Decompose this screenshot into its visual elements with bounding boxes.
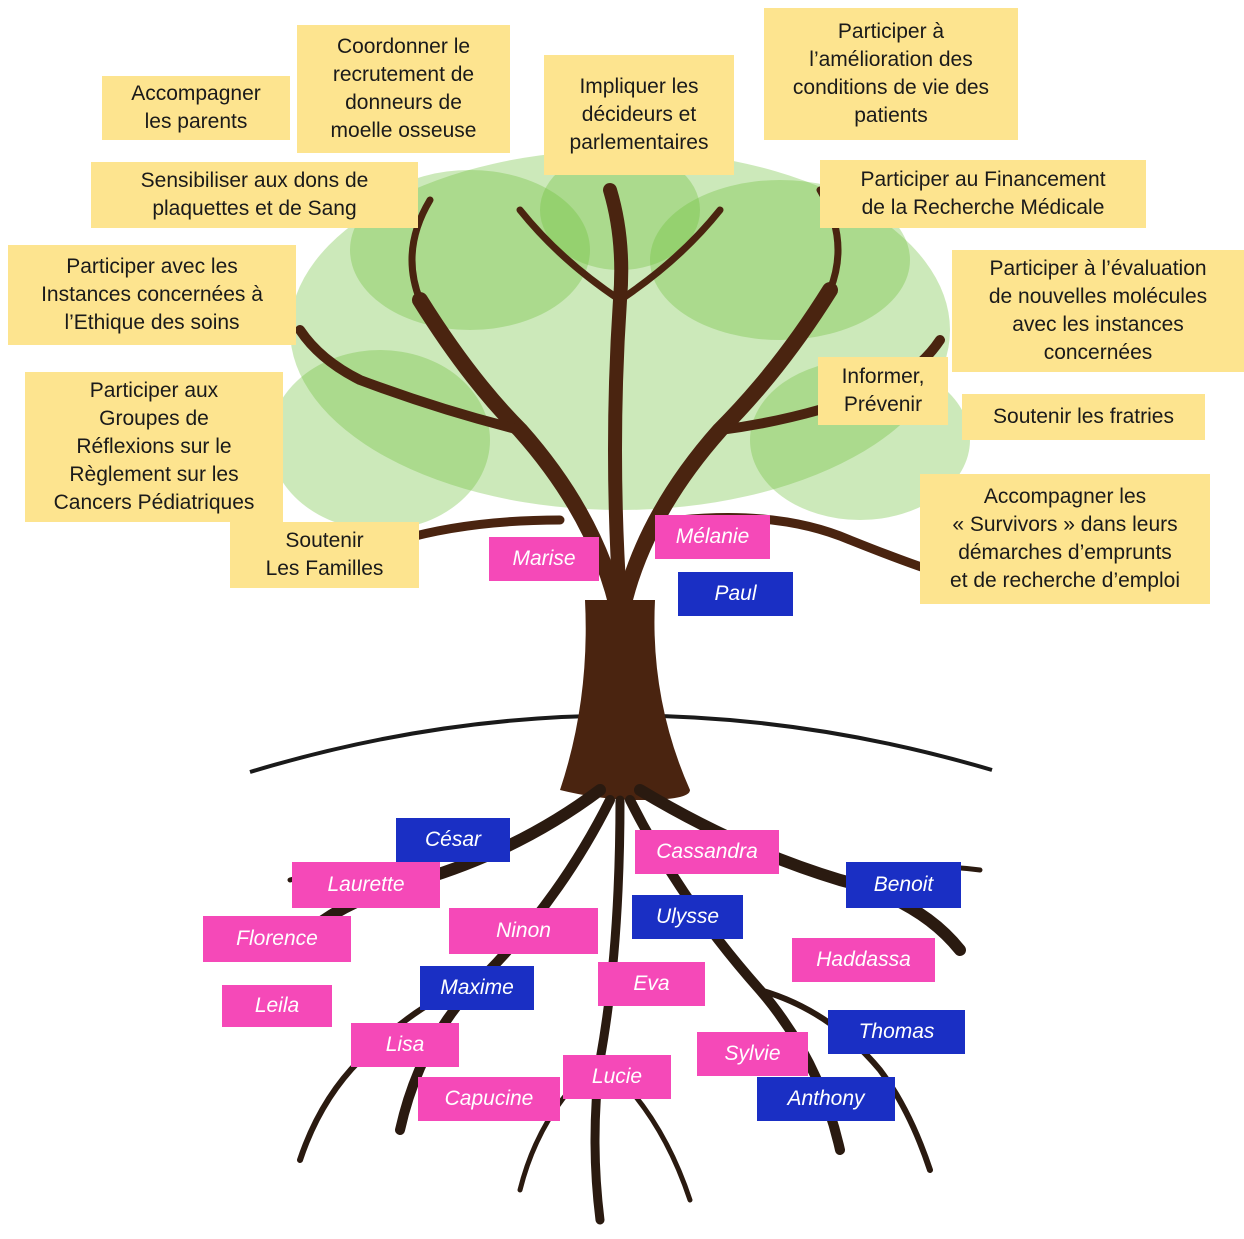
note-line: plaquettes et de Sang	[152, 197, 357, 220]
note-line: Participer à l’évaluation	[989, 257, 1207, 280]
name-tag-thomas: Thomas	[828, 1010, 965, 1054]
note-line: Instances concernées à	[41, 283, 263, 306]
note-line: Coordonner le	[336, 35, 471, 58]
name-tag-anthony: Anthony	[757, 1077, 895, 1121]
note-line: l’amélioration des	[809, 48, 973, 71]
mission-note-amelioration-conditions: Participer à l’amélioration des conditio…	[764, 8, 1018, 140]
mission-note-dons-sang: Sensibiliser aux dons de plaquettes et d…	[91, 162, 418, 228]
note-line: Participer avec les	[66, 255, 238, 278]
name-tag-ulysse: Ulysse	[632, 895, 743, 939]
note-line: parlementaires	[569, 131, 709, 154]
note-line: décideurs et	[581, 103, 697, 126]
note-line: Règlement sur les	[69, 463, 239, 486]
name-tag-sylvie: Sylvie	[697, 1032, 808, 1076]
note-line: Les Familles	[265, 557, 384, 580]
name-tag-cesar: César	[396, 818, 510, 862]
mission-note-survivors: Accompagner les « Survivors » dans leurs…	[920, 474, 1210, 604]
note-line: Accompagner	[131, 82, 261, 105]
note-line: Participer au Financement	[860, 168, 1106, 191]
mission-note-soutenir-familles: Soutenir Les Familles	[230, 522, 419, 588]
note-line: concernées	[1043, 341, 1153, 364]
mission-note-evaluation-molecules: Participer à l’évaluation de nouvelles m…	[952, 250, 1244, 372]
note-line: et de recherche d’emploi	[950, 569, 1180, 592]
mission-note-cancers-pediatriques: Participer aux Groupes de Réflexions sur…	[25, 372, 283, 522]
note-line: Participer à	[837, 20, 945, 43]
note-line: Sensibiliser aux dons de	[140, 169, 369, 192]
mission-note-fratries: Soutenir les fratries	[962, 394, 1205, 440]
note-line: Accompagner les	[983, 485, 1147, 508]
note-line: recrutement de	[332, 63, 475, 86]
note-line: Réflexions sur le	[76, 435, 232, 458]
name-tag-capucine: Capucine	[418, 1077, 560, 1121]
name-tag-benoit: Benoit	[846, 862, 961, 908]
name-tag-florence: Florence	[203, 916, 351, 962]
mission-note-financement-recherche: Participer au Financement de la Recherch…	[820, 160, 1146, 228]
note-line: les parents	[144, 110, 248, 133]
name-tag-cassandra: Cassandra	[635, 830, 779, 874]
mission-note-impliquer-decideurs: Impliquer les décideurs et parlementaire…	[544, 55, 734, 175]
note-line: moelle osseuse	[330, 119, 477, 142]
name-tag-paul: Paul	[678, 572, 793, 616]
trunk	[560, 600, 690, 800]
note-line: donneurs de	[345, 91, 462, 114]
note-line: Prévenir	[843, 393, 923, 416]
note-line: de nouvelles molécules	[988, 285, 1208, 308]
name-tag-eva: Eva	[598, 962, 705, 1006]
name-tag-leila: Leila	[222, 985, 332, 1027]
name-tag-laurette: Laurette	[292, 862, 440, 908]
name-tag-lisa: Lisa	[351, 1023, 459, 1067]
name-tag-maxime: Maxime	[420, 966, 534, 1010]
mission-note-ethique-soins: Participer avec les Instances concernées…	[8, 245, 296, 345]
note-line: avec les instances	[1012, 313, 1184, 336]
name-tag-ninon: Ninon	[449, 908, 598, 954]
note-line: conditions de vie des	[792, 76, 990, 99]
note-line: Informer,	[841, 365, 925, 388]
note-line: démarches d’emprunts	[958, 541, 1172, 564]
note-line: Cancers Pédiatriques	[53, 491, 255, 514]
note-line: de la Recherche Médicale	[861, 196, 1105, 219]
note-line: Soutenir	[285, 529, 364, 552]
note-line: Groupes de	[99, 407, 209, 430]
name-tag-marise: Marise	[489, 537, 599, 581]
note-line: « Survivors » dans leurs	[952, 513, 1178, 536]
note-line: l’Ethique des soins	[64, 311, 240, 334]
mission-note-informer-prevenir: Informer, Prévenir	[818, 357, 948, 425]
name-tag-haddassa: Haddassa	[792, 938, 935, 982]
mission-note-recrutement-donneurs: Coordonner le recrutement de donneurs de…	[297, 25, 510, 153]
note-line: Participer aux	[89, 379, 219, 402]
name-tag-melanie: Mélanie	[655, 515, 770, 559]
note-line: patients	[854, 104, 928, 127]
mission-note-accompagner-parents: Accompagner les parents	[102, 76, 290, 140]
name-tag-lucie: Lucie	[563, 1055, 671, 1099]
note-line: Soutenir les fratries	[993, 405, 1174, 428]
note-line: Impliquer les	[579, 75, 699, 98]
